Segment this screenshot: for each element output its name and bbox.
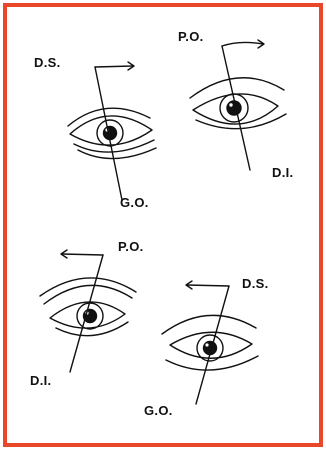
lower-eyelid-line — [196, 114, 286, 129]
eye-top-left — [68, 62, 156, 200]
rotation-arrow-shaft — [95, 66, 133, 67]
brow-fold — [40, 278, 136, 296]
rotation-arrow-shaft — [187, 285, 229, 286]
pupil-highlight — [229, 103, 232, 106]
label-eye2-top: P.O. — [178, 30, 204, 43]
label-eye3-top: P.O. — [118, 240, 144, 253]
upper-eyelid-crease — [68, 108, 150, 126]
rotation-arrow-shaft — [222, 42, 263, 46]
label-eye2-bottom: D.I. — [272, 166, 293, 179]
rotation-axis — [70, 255, 103, 372]
rotation-arrow-shaft — [62, 254, 103, 255]
label-eye4-top: D.S. — [242, 277, 268, 290]
upper-eyelid-crease — [162, 315, 256, 334]
label-eye1-top: D.S. — [34, 56, 60, 69]
upper-eyelid-crease — [44, 285, 132, 304]
rotation-axis — [95, 67, 122, 200]
label-eye3-bottom: D.I. — [30, 374, 51, 387]
pupil — [227, 101, 241, 115]
eye-top-right — [190, 40, 286, 170]
eye-bottom-right — [162, 281, 258, 404]
frame-border — [5, 5, 321, 445]
label-eye4-bottom: G.O. — [144, 404, 173, 417]
rotation-axis — [196, 286, 229, 404]
rotation-axis — [222, 46, 250, 170]
eye-bottom-left — [40, 250, 136, 372]
pupil-highlight — [205, 343, 208, 346]
label-eye1-bottom: G.O. — [120, 196, 149, 209]
